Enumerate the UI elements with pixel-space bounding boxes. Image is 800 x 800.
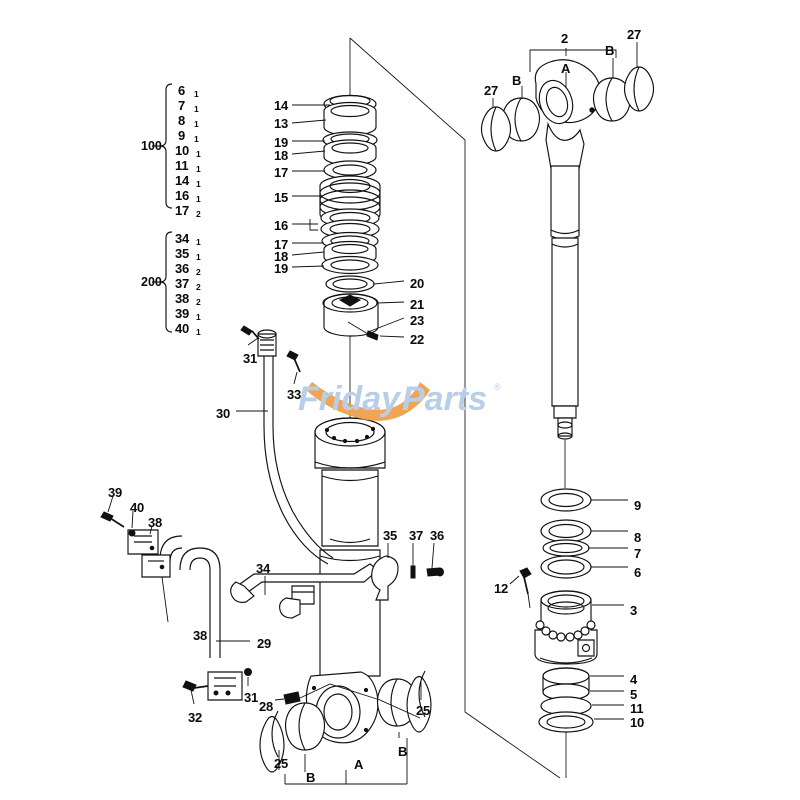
kit-item-qty: 1	[196, 149, 201, 159]
callout-9: 9	[634, 498, 642, 513]
kit-item-qty: 1	[194, 104, 199, 114]
callout-5: 5	[630, 687, 638, 702]
watermark-text-friday: Friday	[298, 380, 402, 418]
kit-item-qty: 1	[196, 179, 201, 189]
callout-2: 2	[561, 31, 569, 46]
kit-item-qty: 2	[196, 209, 201, 219]
kit-item-qty: 1	[194, 89, 199, 99]
kit-item-ref: 6	[178, 83, 186, 98]
callout-18: 18	[274, 148, 289, 163]
kit-item-ref: 16	[175, 188, 190, 203]
callout-17: 17	[274, 237, 289, 252]
callout-4: 4	[630, 672, 638, 687]
callout-b: B	[605, 43, 615, 58]
callout-b: B	[306, 770, 316, 785]
hose-tube-assembly	[100, 325, 421, 719]
watermark-swoosh	[306, 382, 430, 421]
kit-item-qty: 1	[196, 237, 201, 247]
callout-a: A	[354, 757, 364, 772]
kit-item-ref: 40	[175, 321, 190, 336]
kit-item-ref: 38	[175, 291, 190, 306]
group-bracket-200	[152, 231, 173, 333]
callout-7: 7	[634, 546, 642, 561]
watermark-text-parts: Parts	[402, 380, 487, 418]
kit-item-qty: 2	[196, 267, 201, 277]
callout-10: 10	[630, 715, 645, 730]
callout-8: 8	[634, 530, 642, 545]
kit-item-ref: 14	[175, 173, 190, 188]
callout-33: 33	[287, 387, 302, 402]
callout-3: 3	[630, 603, 638, 618]
callout-32: 32	[188, 710, 203, 725]
callout-b: B	[398, 744, 408, 759]
callout-27: 27	[484, 83, 499, 98]
callout-27: 27	[627, 27, 642, 42]
kit-item-ref: 39	[175, 306, 190, 321]
watermark-registered-mark: ®	[494, 382, 501, 392]
callout-11: 11	[630, 701, 644, 716]
kit-item-qty: 2	[196, 297, 201, 307]
mount-bracket	[230, 542, 444, 619]
callout-36: 36	[430, 528, 445, 543]
kit-item-qty: 1	[196, 312, 201, 322]
kit-group-100-label: 100	[141, 139, 162, 153]
callout-20: 20	[410, 276, 425, 291]
callout-25: 25	[416, 703, 431, 718]
callout-6: 6	[634, 565, 642, 580]
callout-13: 13	[274, 116, 289, 131]
callout-40: 40	[130, 500, 145, 515]
kit-item-ref: 7	[178, 98, 186, 113]
callout-19: 19	[274, 261, 289, 276]
callout-31: 31	[244, 690, 259, 705]
callout-29: 29	[257, 636, 272, 651]
rod-eye-assembly	[480, 42, 655, 488]
callout-38: 38	[148, 515, 163, 530]
seal-stack	[319, 37, 561, 779]
kit-item-ref: 35	[175, 246, 190, 261]
callout-a: A	[561, 61, 571, 76]
callout-17: 17	[274, 165, 289, 180]
fridayparts-watermark: Friday Parts ®	[298, 380, 501, 421]
kit-item-ref: 8	[178, 113, 186, 128]
callout-12: 12	[494, 581, 509, 596]
kit-item-ref: 10	[175, 143, 190, 158]
kit-item-qty: 2	[196, 282, 201, 292]
kit-group-200-label: 200	[141, 275, 162, 289]
callout-30: 30	[216, 406, 231, 421]
kit-item-qty: 1	[196, 252, 201, 262]
piston-seal-rings	[540, 488, 628, 579]
callout-21: 21	[410, 297, 425, 312]
callout-34: 34	[256, 561, 271, 576]
kit-item-qty: 1	[196, 194, 201, 204]
callout-23: 23	[410, 313, 425, 328]
callout-25: 25	[274, 756, 289, 771]
callout-22: 22	[410, 332, 425, 347]
kit-item-ref: 11	[175, 158, 189, 173]
piston-assembly	[509, 567, 624, 778]
callout-39: 39	[108, 485, 123, 500]
kit-item-qty: 1	[194, 119, 199, 129]
kit-item-ref: 9	[178, 128, 186, 143]
callout-14: 14	[274, 98, 289, 113]
group-bracket-100	[152, 83, 173, 209]
callout-16: 16	[274, 218, 289, 233]
callout-15: 15	[274, 190, 289, 205]
callout-28: 28	[259, 699, 274, 714]
callout-19: 19	[274, 135, 289, 150]
kit-item-ref: 37	[175, 276, 190, 291]
kit-item-qty: 1	[196, 327, 201, 337]
callout-35: 35	[383, 528, 398, 543]
kit-item-qty: 1	[196, 164, 201, 174]
callout-b: B	[512, 73, 522, 88]
callout-37: 37	[409, 528, 424, 543]
kit-item-ref: 34	[175, 231, 190, 246]
callout-18: 18	[274, 249, 289, 264]
kit-item-qty: 1	[194, 134, 199, 144]
callout-31: 31	[243, 351, 258, 366]
callout-38: 38	[193, 628, 208, 643]
kit-item-ref: 36	[175, 261, 190, 276]
kit-item-ref: 17	[175, 203, 190, 218]
